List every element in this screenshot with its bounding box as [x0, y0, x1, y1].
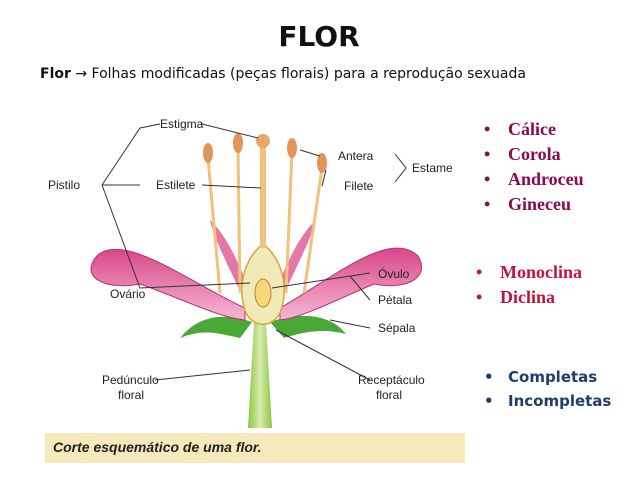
anther-3-shape: [287, 138, 297, 158]
label-ovario: Ovário: [110, 287, 146, 301]
filament-1-shape: [206, 157, 222, 294]
label-antera: Antera: [338, 149, 374, 163]
ovule-shape: [254, 278, 272, 308]
label-petala: Pétala: [378, 293, 412, 307]
arrow-icon: →: [75, 66, 88, 82]
subtitle: Flor → Folhas modificadas (peças florais…: [40, 66, 526, 82]
anther-1-shape: [203, 143, 213, 163]
list-item: Monoclina: [470, 260, 582, 285]
label-pistilo: Pistilo: [48, 178, 80, 192]
list-item: Diclina: [470, 285, 582, 310]
subtitle-definition: Folhas modificadas (peças florais) para …: [91, 66, 526, 82]
flower-diagram: Estigma Antera Estame Pistilo Estilete F…: [48, 117, 453, 428]
stem-shape: [248, 323, 272, 428]
diagram-caption: Corte esquemático de uma flor.: [53, 439, 262, 455]
petal-right-shape: [279, 247, 422, 321]
style-shape: [260, 143, 266, 248]
list-item: Cálice: [478, 117, 584, 142]
label-sepala: Sépala: [378, 321, 416, 335]
stigma-shape: [256, 134, 270, 148]
label-pedunculo-line2: floral: [118, 388, 144, 402]
label-receptaculo-line1: Receptáculo: [358, 373, 425, 387]
anther-2-shape: [233, 133, 243, 153]
label-ovulo: Óvulo: [378, 266, 410, 281]
caption-box: Corte esquemático de uma flor.: [45, 433, 465, 463]
filament-2-shape: [236, 147, 242, 294]
leader-lines: [101, 123, 407, 381]
page-title: FLOR: [278, 20, 360, 53]
subtitle-term: Flor: [40, 66, 71, 82]
petal-left-shape: [90, 248, 246, 321]
clina-list: Monoclina Diclina: [470, 260, 582, 310]
completeness-list: Completas Incompletas: [478, 365, 611, 413]
label-pedunculo-line1: Pedúnculo: [102, 373, 159, 387]
label-estame: Estame: [412, 161, 453, 175]
filament-3-shape: [284, 152, 294, 294]
list-item: Corola: [478, 142, 584, 167]
label-filete: Filete: [344, 179, 374, 193]
label-estigma: Estigma: [160, 117, 204, 131]
list-item: Gineceu: [478, 192, 584, 217]
list-item: Androceu: [478, 167, 584, 192]
list-item: Incompletas: [478, 389, 611, 413]
label-estilete: Estilete: [156, 178, 196, 192]
sepal-right-shape: [270, 315, 346, 338]
filament-4-shape: [302, 167, 324, 294]
list-item: Completas: [478, 365, 611, 389]
label-receptaculo-line2: floral: [376, 388, 402, 402]
flower-parts-list: Cálice Corola Androceu Gineceu: [478, 117, 584, 217]
anther-4-shape: [317, 153, 327, 173]
sepal-left-shape: [180, 316, 252, 338]
